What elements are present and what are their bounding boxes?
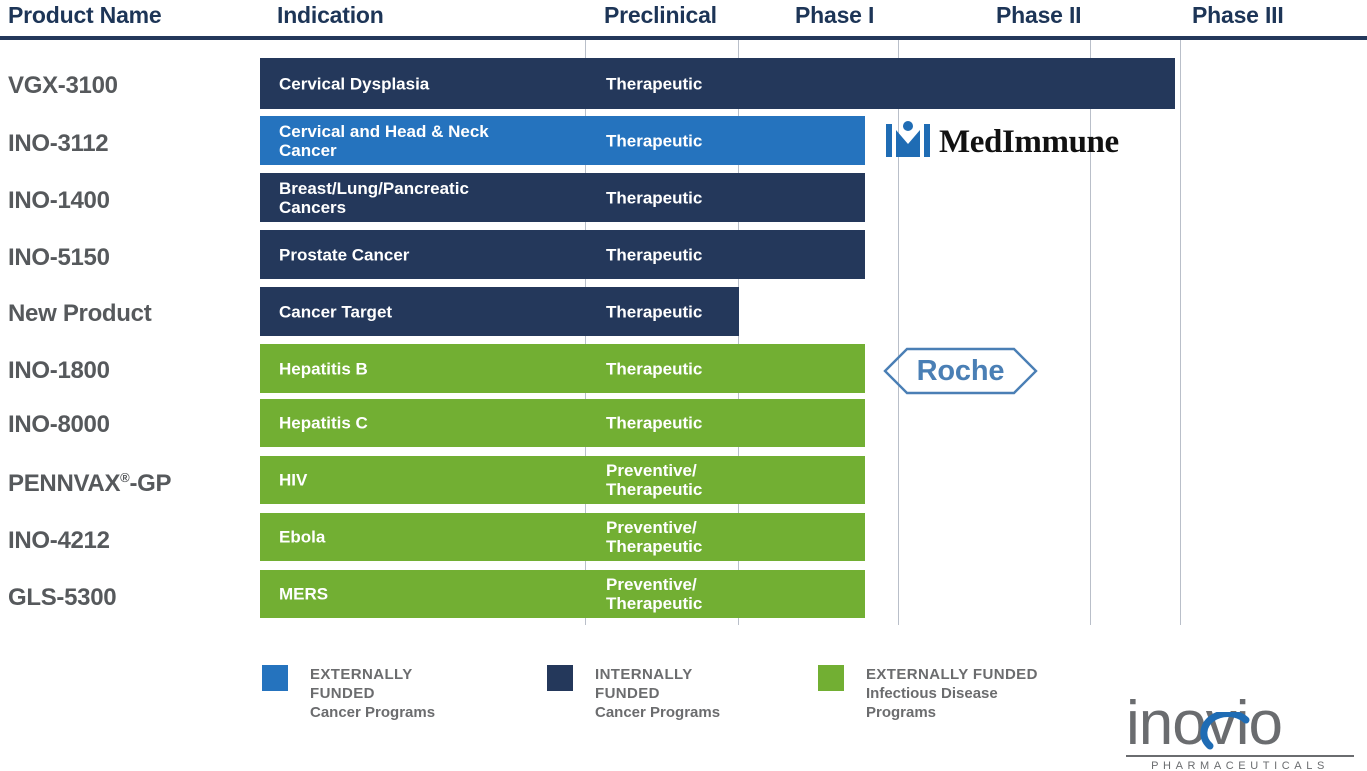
legend-swatch-green [818,665,844,691]
pipeline-bar-new-product[interactable]: Cancer Target Therapeutic [260,287,739,336]
legend-item-0: EXTERNALLY FUNDED Cancer Programs [262,665,435,722]
indication-label: HIV [279,470,308,490]
product-name-text: PENNVAX [8,470,121,497]
therapy-type-label: Preventive/ Therapeutic [606,461,703,499]
roche-logo: Roche [882,347,1039,395]
column-header-phase-iii: Phase III [1192,2,1284,28]
pipeline-bar-gls-5300[interactable]: MERS Preventive/ Therapeutic [260,570,865,618]
therapy-type-label: Therapeutic [606,74,703,93]
column-header-product-name: Product Name [8,2,162,28]
indication-label: Cervical and Head & Neck Cancer [279,121,489,160]
column-header-phase-i: Phase I [795,2,875,28]
table-header: Product Name Indication Preclinical Phase I… [0,0,1367,38]
indication-label: Hepatitis C [279,413,368,433]
legend-program-label: Infectious Disease Programs [866,685,998,721]
product-name-vgx-3100: VGX-3100 [8,72,118,99]
product-name-ino-1400: INO-1400 [8,187,110,214]
column-header-preclinical: Preclinical [604,2,717,28]
product-name-ino-4212: INO-4212 [8,527,110,554]
therapy-type-label: Therapeutic [606,188,703,207]
legend-swatch-blue [262,665,288,691]
therapy-type-label: Therapeutic [606,359,703,378]
legend-funding-label: INTERNALLY FUNDED [595,666,693,702]
product-name-suffix: -GP [129,470,172,497]
pipeline-bar-ino-3112[interactable]: Cervical and Head & Neck Cancer Therapeut… [260,116,865,165]
therapy-type-label: Therapeutic [606,131,703,150]
indication-label: Breast/Lung/Pancreatic Cancers [279,178,469,217]
indication-label: MERS [279,584,329,604]
pipeline-bar-ino-1400[interactable]: Breast/Lung/Pancreatic Cancers Therapeuti… [260,173,865,222]
legend-item-1: INTERNALLY FUNDED Cancer Programs [547,665,720,722]
legend-program-label: Cancer Programs [310,704,436,721]
indication-label: Ebola [279,527,326,547]
roche-wordmark: Roche [916,354,1005,387]
pipeline-bar-ino-1800[interactable]: Hepatitis B Therapeutic [260,344,865,393]
inovio-tagline: PHARMACEUTICALS [1151,760,1329,771]
pipeline-bar-vgx-3100[interactable]: Cervical Dysplasia Therapeutic [260,58,1175,109]
inovio-swoosh-icon [1198,709,1258,761]
therapy-type-label: Preventive/ Therapeutic [606,575,703,613]
therapy-type-label: Therapeutic [606,413,703,433]
grid-divider-3 [1090,40,1091,625]
therapy-type-label: Therapeutic [606,302,703,321]
grid-divider-4 [1180,40,1181,625]
product-name-ino-5150: INO-5150 [8,244,110,271]
legend-funding-label: EXTERNALLY FUNDED [866,666,1038,683]
indication-label: Cervical Dysplasia [279,74,430,93]
legend-funding-label: EXTERNALLY FUNDED [310,666,413,702]
legend-program-label: Cancer Programs [595,704,721,721]
product-name-gls-5300: GLS-5300 [8,584,117,611]
product-name-ino-1800: INO-1800 [8,357,110,384]
legend-swatch-navy [547,665,573,691]
medimmune-mark-icon [885,120,931,165]
column-header-phase-ii: Phase II [996,2,1082,28]
medimmune-wordmark: MedImmune [939,124,1119,160]
pipeline-bar-ino-8000[interactable]: Hepatitis C Therapeutic [260,399,865,447]
indication-label: Hepatitis B [279,359,368,378]
product-name-new-product: New Product [8,300,152,327]
inovio-underline [1126,755,1354,757]
therapy-type-label: Therapeutic [606,245,703,264]
header-rule [0,36,1367,40]
indication-label: Prostate Cancer [279,245,410,264]
product-name-pennvax: PENNVAX®-GP [8,470,172,498]
medimmune-logo: MedImmune [885,120,1119,165]
pipeline-bar-ino-4212[interactable]: Ebola Preventive/ Therapeutic [260,513,865,561]
product-name-ino-3112: INO-3112 [8,130,109,157]
registered-trademark-icon: ® [120,470,130,485]
indication-label: Cancer Target [279,302,393,321]
column-header-indication: Indication [277,2,384,28]
pipeline-bar-ino-5150[interactable]: Prostate Cancer Therapeutic [260,230,865,279]
pipeline-bar-pennvax[interactable]: HIV Preventive/ Therapeutic [260,456,865,504]
legend-item-2: EXTERNALLY FUNDED Infectious Disease Prog… [818,665,1038,722]
grid-divider-2 [898,40,899,625]
roche-hexagon-icon [883,347,1038,395]
therapy-type-label: Preventive/ Therapeutic [606,518,703,556]
product-name-ino-8000: INO-8000 [8,411,110,438]
